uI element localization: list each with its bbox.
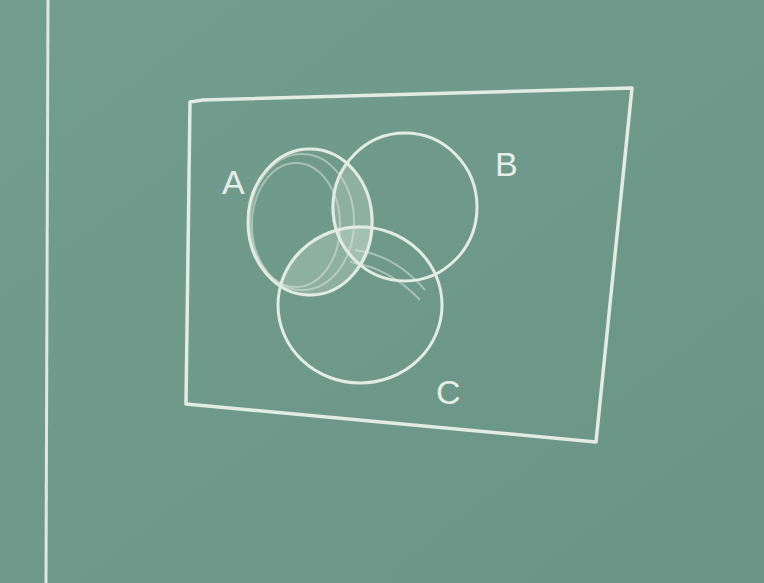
set-c-ellipse: C: [276, 225, 444, 385]
set-b-ellipse: B: [331, 131, 479, 283]
set-label: C: [436, 375, 461, 409]
set-label: A: [222, 165, 245, 199]
universe-rectangle: [186, 88, 632, 442]
set-a-ellipse: A: [246, 147, 374, 297]
set-label: B: [495, 147, 518, 181]
chalk-scribbles: [250, 154, 425, 300]
board-edge-line: [46, 0, 48, 583]
ellipse-outline: [331, 131, 479, 283]
ellipse-outline: [276, 225, 444, 385]
ellipse-outline: [246, 147, 374, 297]
intersection-shading: [276, 131, 479, 385]
